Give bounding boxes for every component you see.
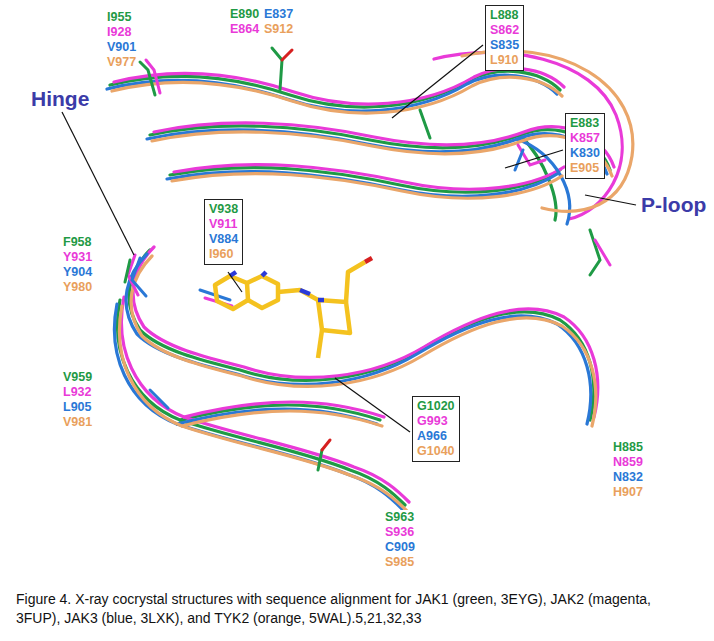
residue-label: K857 — [570, 131, 600, 146]
residue-label: Y980 — [62, 280, 93, 295]
residue-label: N832 — [612, 470, 644, 485]
residue-box: V938V911V884I960 — [204, 199, 243, 265]
ligand-atoms — [230, 258, 372, 300]
residue-box: L888S862S835L910 — [485, 5, 524, 71]
residue-box: E883K857K830E905 — [565, 113, 605, 179]
residue-label: N859 — [612, 455, 644, 470]
ligand — [215, 262, 365, 358]
residue-label: S963 — [384, 510, 415, 525]
residue-label: E864 — [229, 22, 260, 37]
residue-label: G1020 — [417, 399, 455, 414]
residue-label: I955 — [106, 10, 132, 25]
residue-label: Y931 — [62, 250, 93, 265]
residue-label: L888 — [490, 8, 519, 23]
residue-label: V959 — [62, 370, 93, 385]
residue-label: L932 — [62, 385, 93, 400]
residue-label: E883 — [570, 116, 600, 131]
residue-label: A966 — [417, 429, 455, 444]
region-label: P-loop — [640, 193, 707, 217]
residue-label: V977 — [106, 55, 137, 70]
residue-label: K830 — [570, 146, 600, 161]
residue-label: C909 — [384, 540, 416, 555]
residue-label: F958 — [62, 235, 93, 250]
residue-label: S912 — [263, 22, 294, 37]
residue-label: Y904 — [62, 265, 93, 280]
residue-label: I960 — [209, 247, 238, 262]
ribbon-jak2 — [114, 52, 622, 502]
leader-lines — [62, 45, 636, 432]
residue-label: S862 — [490, 23, 519, 38]
ribbon-jak3 — [107, 75, 607, 509]
ribbon-tyk2 — [112, 51, 633, 511]
residue-label: S985 — [384, 555, 415, 570]
region-label: Hinge — [30, 87, 90, 111]
residue-label: E905 — [570, 161, 600, 176]
residue-label: S835 — [490, 38, 519, 53]
residue-label: V911 — [209, 217, 238, 232]
residue-label: E890 — [229, 7, 260, 22]
figure-caption: Figure 4. X-ray cocrystal structures wit… — [16, 590, 698, 628]
residue-label: G993 — [417, 414, 455, 429]
residue-label: V884 — [209, 232, 238, 247]
residue-label: G1040 — [417, 444, 455, 459]
residue-label: V938 — [209, 202, 238, 217]
side-chains — [125, 48, 610, 470]
residue-label: V901 — [106, 40, 137, 55]
residue-label: L910 — [490, 53, 519, 68]
residue-label: E837 — [263, 7, 294, 22]
residue-box: G1020G993A966G1040 — [412, 396, 460, 462]
residue-label: V981 — [62, 415, 93, 430]
residue-label: I928 — [106, 25, 132, 40]
residue-label: H885 — [612, 440, 644, 455]
residue-label: S936 — [384, 525, 415, 540]
residue-label: H907 — [612, 485, 644, 500]
residue-label: L905 — [62, 400, 93, 415]
